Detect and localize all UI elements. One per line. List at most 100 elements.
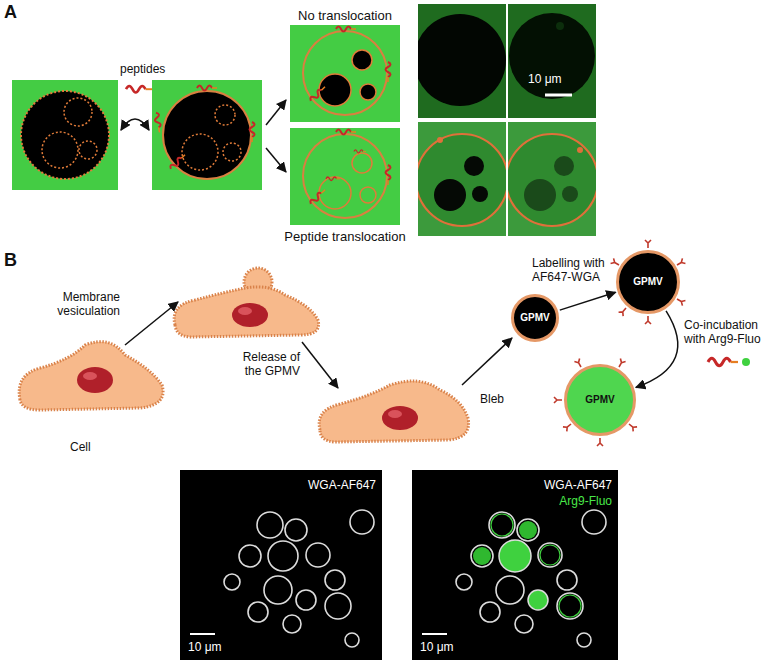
- lectins: [645, 240, 651, 248]
- guv-with-peptides: [163, 91, 251, 179]
- connector-arrow: [560, 292, 616, 310]
- process-arrows: [125, 302, 512, 388]
- guv-translocation: [290, 128, 400, 225]
- cell-2: [238, 307, 252, 315]
- lectins: [554, 397, 562, 403]
- branch-arrows: [266, 100, 286, 125]
- guv-with-peptides: [169, 153, 187, 171]
- scale-label: 10 μm: [528, 72, 562, 86]
- micrograph-b2: [540, 545, 560, 565]
- gpmv-vesicle: GPMV: [564, 364, 636, 436]
- cell-2: [232, 303, 268, 327]
- guv-translocation: [354, 150, 366, 153]
- micrograph-b1: [180, 470, 382, 660]
- guv-translocation: [352, 153, 372, 173]
- lectins: [597, 438, 603, 446]
- edge-label: Labelling with AF647-WGA: [532, 256, 624, 284]
- channel-label: WGA-AF647: [536, 478, 612, 492]
- guv-no-translocation: [290, 25, 400, 122]
- vesicle-label: GPMV: [633, 276, 662, 288]
- vesicle-label: GPMV: [585, 394, 614, 406]
- micrograph-a3: [418, 122, 506, 236]
- micrograph-a3: [464, 156, 484, 176]
- edge-label: Co-incubation with Arg9-Fluo: [684, 318, 772, 346]
- process-arrows: [462, 338, 512, 385]
- micrograph-b1: [224, 510, 374, 647]
- micrograph-a4: [508, 122, 596, 236]
- scale-label: 10 μm: [188, 640, 222, 654]
- lectins: [616, 359, 625, 369]
- micrograph-b1: [224, 574, 240, 590]
- peptide-addition: [121, 119, 149, 130]
- cell-2: [174, 268, 318, 337]
- micrograph-b2: [515, 615, 533, 633]
- guv-with-peptides: [154, 112, 162, 133]
- guv-no-translocation: [309, 85, 327, 103]
- arg9-peptide-icon: [708, 358, 750, 366]
- lectins: [574, 359, 583, 369]
- micrograph-a4: [562, 186, 578, 202]
- lectins: [619, 306, 629, 316]
- micrograph-b2: [528, 590, 548, 610]
- cell-1: [19, 342, 163, 410]
- guv-no-translocation: [290, 25, 400, 122]
- micrograph-b2: [456, 510, 606, 647]
- channel-label: WGA-AF647: [300, 478, 376, 492]
- cell-3: [388, 410, 402, 418]
- micrograph-b2: [559, 595, 581, 617]
- branch-arrows: [266, 148, 286, 172]
- process-arrows: [302, 342, 338, 388]
- micrograph-b1: [285, 519, 307, 541]
- micrograph-b1: [325, 593, 351, 619]
- guv-translocation: [303, 134, 387, 218]
- micrograph-a3: [434, 179, 466, 211]
- guv-with-peptides: [250, 122, 255, 142]
- micrograph-b1: [283, 615, 301, 633]
- cell-label: Cell: [70, 440, 91, 454]
- micrograph-b2: [582, 510, 606, 534]
- guv-translocation: [309, 188, 327, 206]
- guv-no-translocation: [386, 62, 391, 82]
- lectins: [563, 422, 573, 432]
- guv-with-peptides: [197, 86, 217, 91]
- micrograph-a2: [508, 4, 596, 118]
- micrograph-b1: [268, 541, 298, 571]
- micrograph-b2: [538, 543, 562, 567]
- micrograph-a2: [509, 13, 595, 99]
- step-label: Membrane vesiculation: [40, 290, 120, 318]
- cell-2: [174, 287, 318, 337]
- arg9-peptide-icon: [708, 358, 738, 366]
- micrograph-b2: [422, 633, 447, 635]
- micrograph-b2: [412, 470, 618, 660]
- micrograph-a2: [508, 4, 596, 118]
- guv-translocation: [336, 130, 356, 135]
- step-label: Bleb: [480, 392, 504, 406]
- label-text: peptides: [120, 62, 165, 76]
- micrograph-b2: [491, 514, 581, 617]
- guv-initial: [42, 132, 78, 168]
- micrograph-a3: [418, 134, 506, 226]
- peptide-addition: [126, 86, 152, 93]
- vesicle-label: GPMV: [520, 312, 549, 324]
- micrograph-b2: [496, 576, 524, 604]
- micrograph-b2: [480, 602, 500, 622]
- micrograph-b1: [325, 570, 345, 590]
- micrograph-a4: [524, 179, 556, 211]
- cell-3: [319, 381, 468, 442]
- guv-with-peptides: [223, 143, 241, 161]
- micrograph-b1: [190, 633, 215, 635]
- connector-arrow: [636, 311, 678, 388]
- cell-3: [319, 381, 468, 442]
- micrograph-b2: [491, 514, 513, 536]
- micrograph-a4: [554, 156, 574, 176]
- guv-no-translocation: [352, 50, 372, 70]
- micrograph-b1: [180, 470, 382, 660]
- guv-translocation: [386, 165, 391, 185]
- micrograph-b2: [557, 593, 583, 619]
- micrograph-b1: [264, 576, 292, 604]
- outcome-title: Peptide translocation: [275, 229, 415, 245]
- lectins: [676, 258, 686, 267]
- guv-with-peptides: [152, 80, 262, 190]
